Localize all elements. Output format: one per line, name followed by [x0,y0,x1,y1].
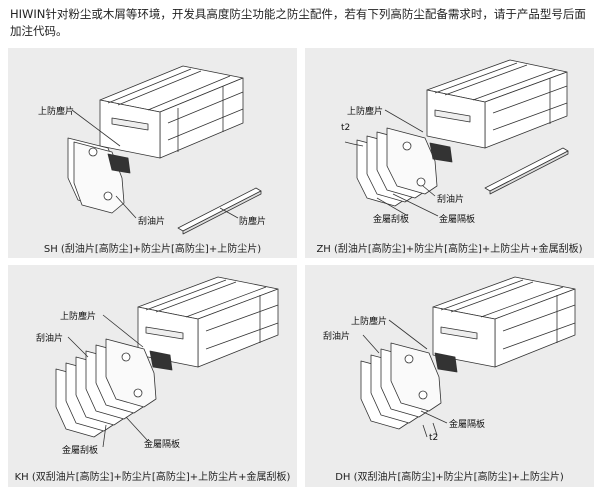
sh-illustration [67,65,262,235]
dh-illustration [360,276,576,438]
dh-label-top-seal: 上防塵片 [351,317,388,327]
sh-caption: SH (刮油片[高防尘]+防尘片[高防尘]+上防尘片) [43,244,262,255]
kh-caption: KH (双刮油片[高防尘]+防尘片[高防尘]+上防尘片+金属刮板) [14,472,291,483]
dh-label-scraper: 刮油片 [323,332,351,342]
kh-label-metal-spacer: 金屬隔板 [144,440,181,450]
panel-dh: 上防塵片 刮油片 金屬隔板 t2 DH (双刮油片[高防尘]+防尘片[高防尘]+… [305,265,594,487]
panel-zh: 上防塵片 t2 刮油片 金屬刮板 金屬隔板 ZH (刮油片[高防尘]+防尘片[高… [305,48,594,258]
kh-illustration [55,276,279,448]
zh-label-scraper: 刮油片 [437,195,465,205]
zh-illustration [344,59,569,217]
panel-kh: 上防塵片 刮油片 金屬刮板 金屬隔板 KH (双刮油片[高防尘]+防尘片[高防尘… [8,265,297,487]
sh-label-scraper: 刮油片 [138,217,166,227]
kh-label-top-seal: 上防塵片 [60,312,97,322]
zh-label-metal-scraper: 金屬刮板 [373,215,410,225]
dh-label-metal-spacer: 金屬隔板 [449,420,486,430]
zh-caption: ZH (刮油片[高防尘]+防尘片[高防尘]+上防尘片+金属刮板) [316,244,583,255]
dh-label-t2: t2 [429,433,439,443]
dh-caption: DH (双刮油片[高防尘]+防尘片[高防尘]+上防尘片) [335,472,564,483]
intro-text: HIWIN针对粉尘或木屑等环境，开发具高度防尘功能之防尘配件，若有下列高防尘配备… [10,7,586,38]
kh-label-scraper: 刮油片 [36,334,64,344]
sh-label-dust-plate: 防塵片 [239,217,267,227]
zh-label-top-seal: 上防塵片 [347,107,384,117]
zh-label-t2: t2 [341,123,351,133]
kh-label-metal-scraper: 金屬刮板 [62,446,99,456]
sh-label-top-seal: 上防塵片 [38,107,75,117]
panel-sh: 上防塵片 防塵片 刮油片 SH (刮油片[高防尘]+防尘片[高防尘]+上防尘片) [8,48,297,258]
zh-label-metal-spacer: 金屬隔板 [439,215,476,225]
